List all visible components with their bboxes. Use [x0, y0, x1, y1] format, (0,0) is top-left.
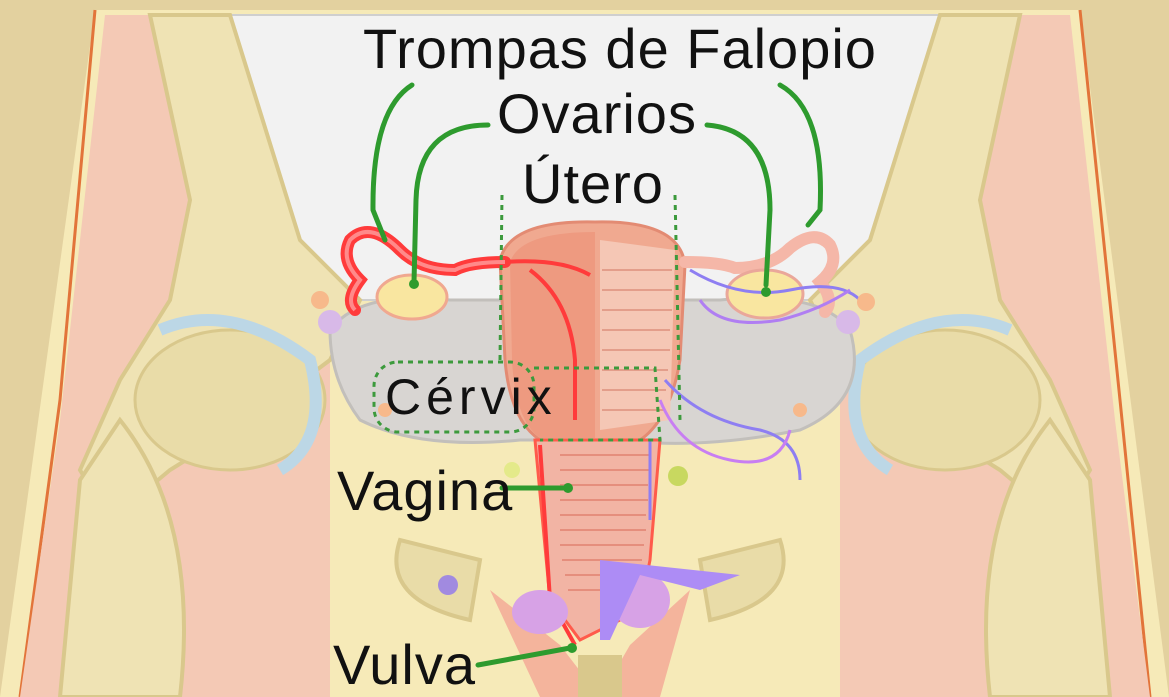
cervix-label: Cérvix	[385, 369, 557, 425]
vulva-label: Vulva	[333, 633, 476, 696]
vagina-label: Vagina	[337, 459, 513, 522]
uterus-outline-left	[500, 195, 502, 360]
left-nerve-node	[438, 575, 458, 595]
vagina-marker	[563, 483, 573, 493]
ovaries-label: Ovarios	[497, 82, 697, 145]
left-vessel-node	[318, 310, 342, 334]
left-ovary-marker	[409, 279, 419, 289]
right-nerve-ganglion	[668, 466, 688, 486]
fallopian-tubes-label: Trompas de Falopio	[363, 17, 877, 80]
left-vestibular-bulb	[512, 590, 568, 634]
vulva-marker	[567, 643, 577, 653]
left-lymph-node	[311, 291, 329, 309]
uterus-muscle-layer	[600, 240, 675, 430]
right-lymph-node	[857, 293, 875, 311]
uterus-label: Útero	[522, 152, 664, 215]
right-ovary-marker	[761, 287, 771, 297]
right-vessel-node	[836, 310, 860, 334]
right-lower-node	[793, 403, 807, 417]
perineal-body	[578, 655, 622, 697]
